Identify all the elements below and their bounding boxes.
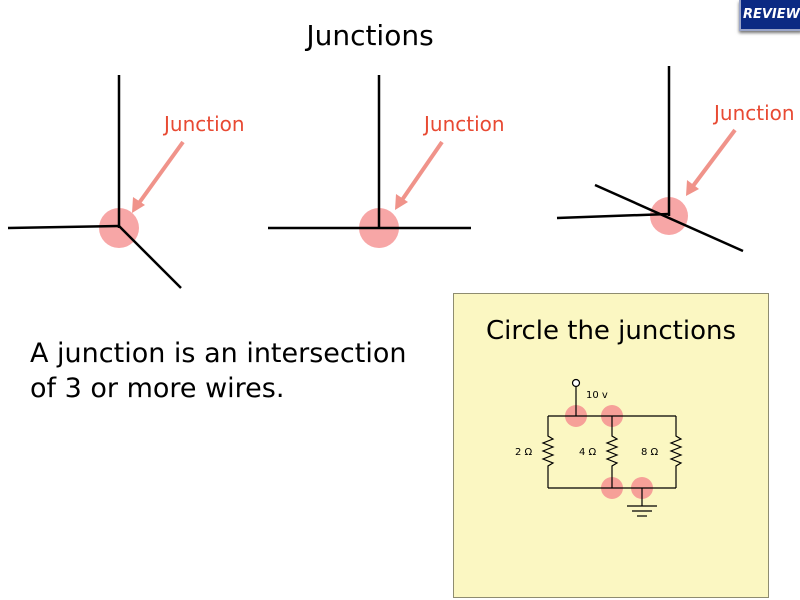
junction-label-3: Junction <box>714 101 795 125</box>
arrow-3 <box>691 128 737 188</box>
junction-diagram-3 <box>556 66 744 253</box>
slide-title: Junctions <box>306 19 434 52</box>
resistor-label-2: 2 Ω <box>515 447 533 458</box>
junction-label-1: Junction <box>164 112 245 136</box>
resistor-label-4: 4 Ω <box>579 447 597 458</box>
review-badge: REVIEW <box>739 0 800 31</box>
arrow-3-head <box>686 180 699 196</box>
wire <box>556 212 670 220</box>
junction-label-2: Junction <box>424 112 505 136</box>
arrow-2 <box>400 140 444 202</box>
resistor-4-ohm <box>605 416 619 488</box>
resistor-label-8: 8 Ω <box>641 447 659 458</box>
arrow-2-head <box>395 194 408 210</box>
panel-title: Circle the junctions <box>485 316 737 346</box>
junction-diagram-1 <box>7 75 185 289</box>
exercise-panel: Circle the junctions <box>453 293 769 598</box>
junction-diagram-2 <box>268 75 471 248</box>
junction-definition: A junction is an intersection of 3 or mo… <box>30 338 407 404</box>
voltage-label: 10 v <box>586 390 608 401</box>
arrow-1-head <box>132 197 145 213</box>
resistor-8-ohm <box>669 416 683 488</box>
wire <box>594 183 744 253</box>
supply-terminal <box>571 378 581 388</box>
wire <box>118 225 182 289</box>
resistor-2-ohm <box>541 416 555 488</box>
wire <box>7 224 120 230</box>
arrow-1 <box>137 140 185 205</box>
